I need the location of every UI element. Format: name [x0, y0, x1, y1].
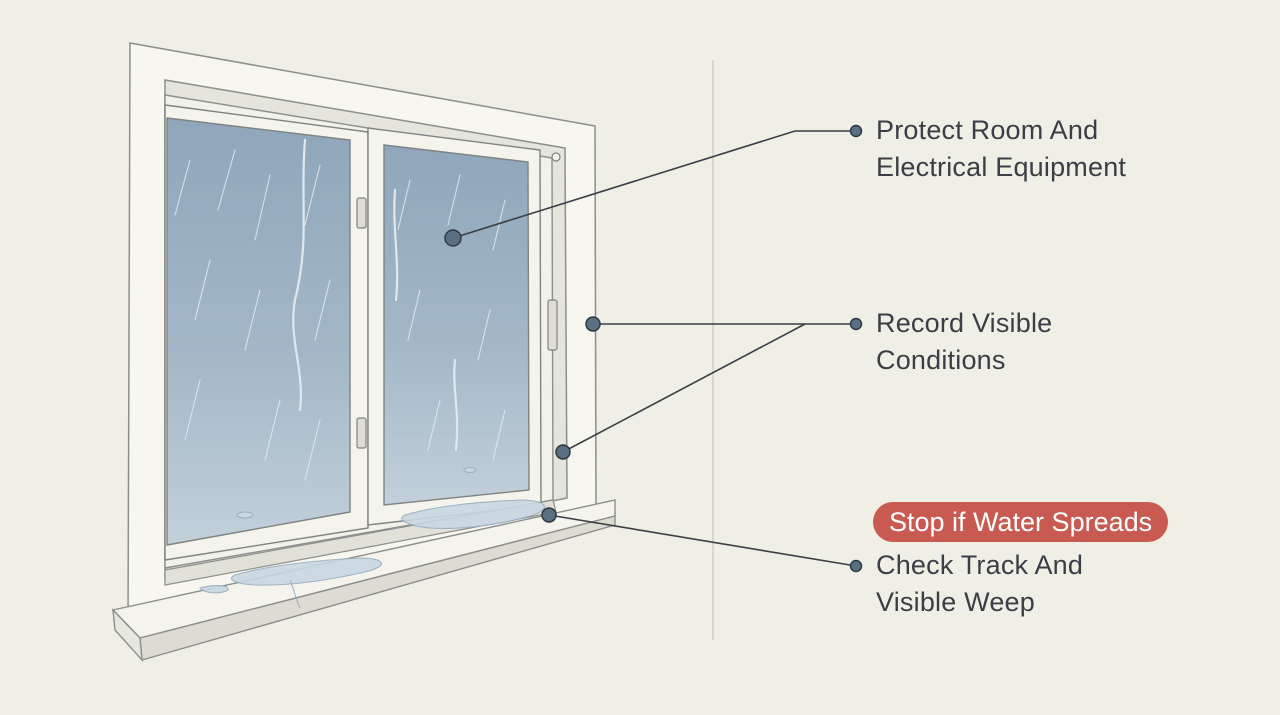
callout-check-line2: Visible Weep: [876, 587, 1035, 617]
water-puddles: [199, 466, 545, 609]
callout-record-line2: Conditions: [876, 345, 1006, 375]
callout-record-conditions: Record Visible Conditions: [876, 305, 1052, 379]
marker-track: [541, 507, 557, 523]
marker-frame: [585, 316, 601, 332]
callout-protect-line2: Electrical Equipment: [876, 152, 1127, 182]
marker-glass: [444, 229, 462, 247]
right-sash: [367, 127, 542, 526]
rain-streaks: [174, 149, 506, 481]
callout-protect-line1: Protect Room And: [876, 115, 1099, 145]
marker-end-protect: [849, 124, 863, 138]
callout-record-line1: Record Visible: [876, 308, 1053, 338]
leader-lines: [452, 130, 857, 567]
callout-protect-room: Protect Room And Electrical Equipment: [876, 112, 1126, 186]
sash-hardware: [356, 152, 561, 449]
callout-markers: [444, 124, 863, 573]
marker-end-record: [849, 317, 863, 331]
callout-check-track: Check Track And Visible Weep: [876, 547, 1083, 621]
callout-check-line1: Check Track And: [876, 550, 1084, 580]
marker-jamb: [555, 444, 571, 460]
warning-badge: Stop if Water Spreads: [873, 502, 1169, 542]
marker-end-check: [849, 559, 863, 573]
glass-drips: [292, 138, 459, 452]
left-sash: [164, 104, 369, 561]
